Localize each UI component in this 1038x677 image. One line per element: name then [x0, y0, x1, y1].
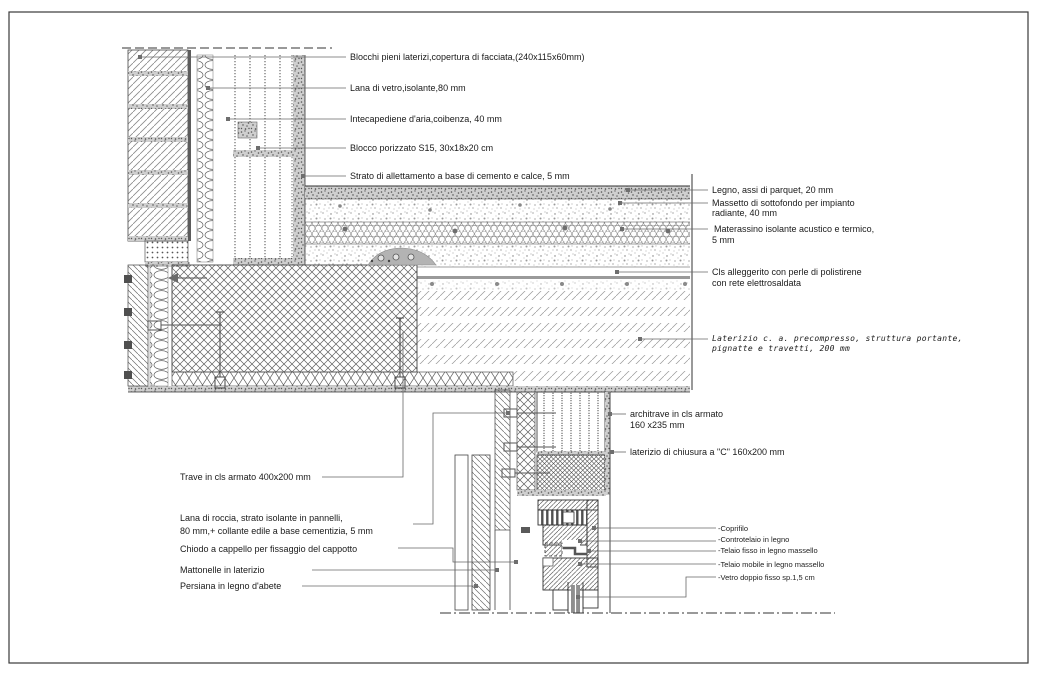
label-bedding-layer: Strato di allettamento a base di cemento… [350, 171, 570, 181]
wall-below-corner [124, 264, 406, 389]
soffit-band [128, 386, 690, 392]
brick-facade [127, 49, 189, 242]
cap-nail-vertical [214, 311, 406, 389]
label-acoustic-mat-2: 5 mm [712, 235, 735, 245]
label-air-gap: Intecapediene d'aria,coibenza, 40 mm [350, 114, 502, 124]
label-cap-nail: Chiodo a cappello per fissaggio del capp… [180, 544, 358, 554]
lintel-zone [494, 389, 611, 613]
leader-markers [138, 55, 642, 599]
double-glazing [567, 582, 584, 613]
label-beam: Trave in cls armato 400x200 mm [180, 472, 311, 482]
label-closure-block: laterizio di chiusura a "C" 160x200 mm [630, 447, 785, 457]
label-acoustic-mat-1: Materassino isolante acustico e termico, [714, 224, 875, 234]
label-movable-sash: -Telaio mobile in legno massello [718, 560, 825, 569]
lightweight-concrete-layer [305, 244, 690, 267]
label-cover-trim: -Coprifilo [718, 524, 749, 533]
parquet-layer [305, 186, 690, 199]
shutter-guide [454, 454, 469, 611]
cap-nail-horizontal [147, 273, 222, 331]
label-clay-slab-2: pignatte e travetti, 200 mm [712, 344, 851, 353]
label-brick-tiles: Mattonelle in laterizio [180, 565, 265, 575]
acoustic-mat-layer [305, 222, 690, 244]
label-shutter: Persiana in legno d'abete [180, 581, 282, 591]
rockwool-strip [516, 391, 536, 491]
screed-layer [305, 199, 690, 222]
label-glass-wool: Lana di vetro,isolante,80 mm [350, 83, 466, 93]
facade-wall-section [122, 47, 332, 267]
brick-end-block [144, 240, 189, 263]
leader-lines [140, 56, 716, 598]
wood-shutter [471, 454, 491, 611]
closure-clay-block [536, 454, 606, 496]
label-facade-bricks: Blocchi pieni laterizi,copertura di facc… [350, 52, 585, 62]
label-clay-slab-1: Laterizio c. a. precompresso, struttura … [712, 334, 963, 343]
label-rockwool-1: Lana di roccia, strato isolante in panne… [180, 513, 343, 523]
label-screed-1: Massetto di sottofondo per impianto [712, 198, 855, 208]
label-lightweight-1: Cls alleggerito con perle di polistirene [712, 267, 862, 277]
glass-wool-layer [196, 54, 214, 263]
label-porized-block: Blocco porizzato S15, 30x18x20 cm [350, 143, 494, 153]
concrete-beam [171, 264, 418, 373]
label-architrave-1: architrave in cls armato [630, 409, 724, 419]
shutter-stop [521, 527, 530, 533]
floor-slab-section [128, 174, 693, 393]
cover-trim [586, 499, 599, 568]
label-lightweight-2: con rete elettrosaldata [712, 278, 802, 288]
label-parquet: Legno, assi di parquet, 20 mm [712, 185, 834, 195]
brick-tile-facing [494, 389, 511, 531]
porized-block-layer [233, 55, 305, 265]
label-glazing: -Vetro doppio fisso sp.1,5 cm [718, 573, 815, 582]
rebate-profile [563, 546, 587, 556]
radiant-pipes [367, 247, 437, 266]
label-rockwool-2: 80 mm,+ collante edile a base cementizia… [180, 526, 373, 536]
insulation-band [171, 371, 514, 387]
hollow-clay-bands [417, 291, 690, 381]
fixed-sash [544, 542, 563, 557]
label-architrave-2: 160 x235 mm [630, 420, 685, 430]
lintel-architrave [536, 391, 606, 453]
window-frame [440, 499, 835, 614]
welded-mesh [417, 276, 690, 279]
shutter-zone [454, 454, 491, 611]
label-subframe: -Controtelaio in legno [718, 535, 790, 544]
bedding-layer [293, 55, 305, 265]
sheet-border [8, 11, 1029, 664]
insulation-coil [537, 509, 588, 526]
label-screed-2: radiante, 40 mm [712, 208, 778, 218]
label-fixed-sash: -Telaio fisso in legno massello [718, 546, 818, 555]
